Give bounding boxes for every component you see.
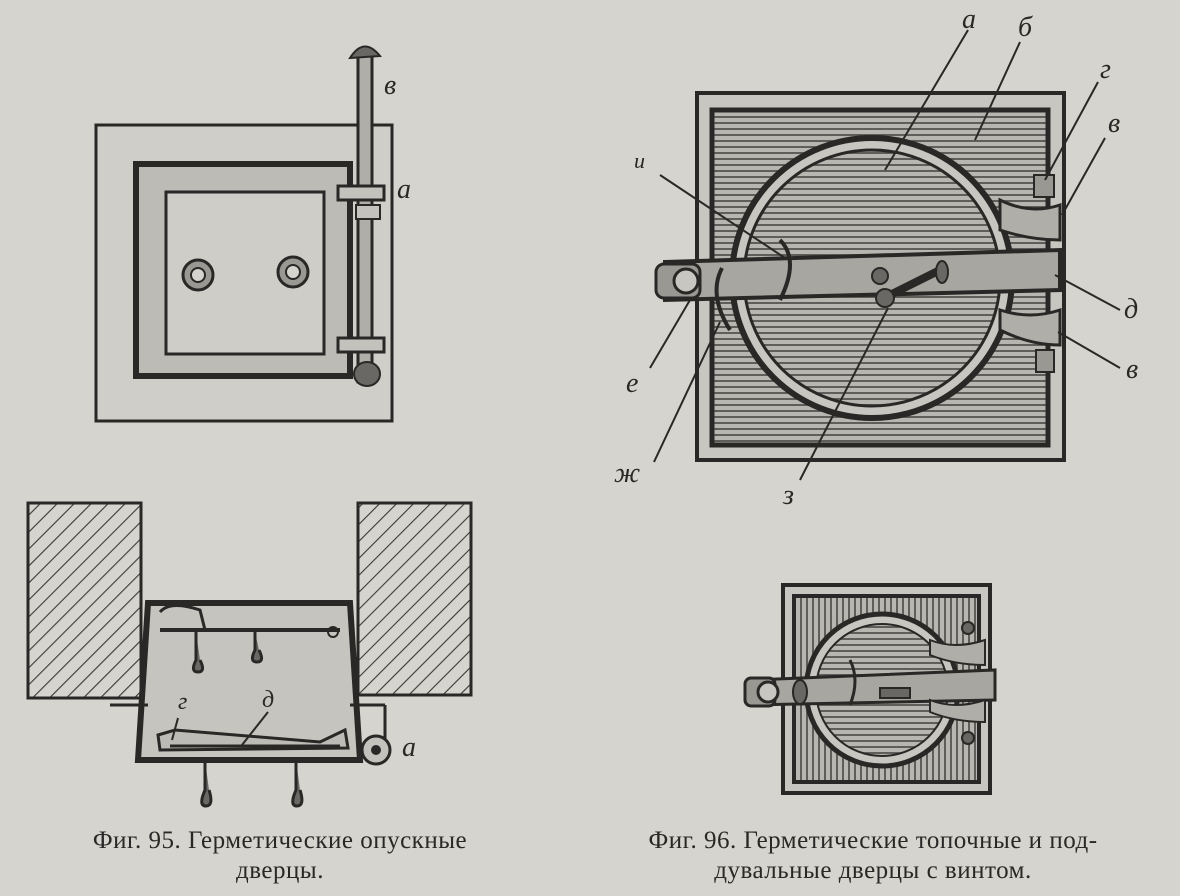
fig95-handle-1	[191, 632, 205, 674]
fig96-label-i: и	[634, 148, 645, 173]
fig95-label-a-bottom: а	[402, 732, 416, 763]
fig95-box	[134, 600, 364, 763]
fig96-label-e: е	[626, 368, 639, 399]
fig96-label-d: д	[1124, 294, 1139, 325]
fig95-rod-cap	[348, 45, 382, 60]
fig95-label-d: д	[262, 687, 275, 713]
fig96-caption: Фиг. 96. Герметические топочные и под- д…	[578, 826, 1168, 886]
fig96-label-z: з	[783, 480, 794, 511]
fig95-label-a-top: а	[397, 174, 411, 205]
fig95-foot-2	[291, 760, 304, 808]
fig95-front-view	[94, 45, 394, 423]
fig96-label-v1: в	[1108, 108, 1121, 139]
fig95-label-g: г	[178, 689, 188, 715]
fig95-hinge-top	[336, 184, 386, 202]
fig96-large-door	[649, 29, 1121, 481]
fig96-caption-line1: Фиг. 96. Герметические топочные и под-	[648, 827, 1098, 854]
fig95-section-view	[26, 501, 473, 808]
fig95-caption: Фиг. 95. Герметические опускные дверцы.	[40, 826, 520, 886]
fig96-small-door	[743, 583, 997, 795]
fig96-label-a: а	[962, 4, 976, 35]
fig95-handle-2	[250, 632, 264, 664]
fig96-label-zh: ж	[614, 458, 641, 489]
fig95-hinge-bottom	[336, 336, 386, 354]
fig95-label-v: в	[384, 70, 397, 101]
fig96-label-g: г	[1100, 54, 1111, 85]
fig95-foot-1	[200, 760, 213, 808]
fig96-label-v2: в	[1126, 354, 1139, 385]
fig95-wall-right	[356, 501, 473, 697]
fig95-caption-line1: Фиг. 95. Герметические опускные	[92, 827, 468, 854]
fig95-rod-knob	[353, 361, 381, 387]
fig96-label-b: б	[1018, 12, 1033, 43]
fig95-wall-left	[26, 501, 143, 700]
fig96-caption-line2: дувальные дверцы с винтом.	[714, 857, 1032, 884]
fig95-caption-line2: дверцы.	[236, 857, 324, 884]
